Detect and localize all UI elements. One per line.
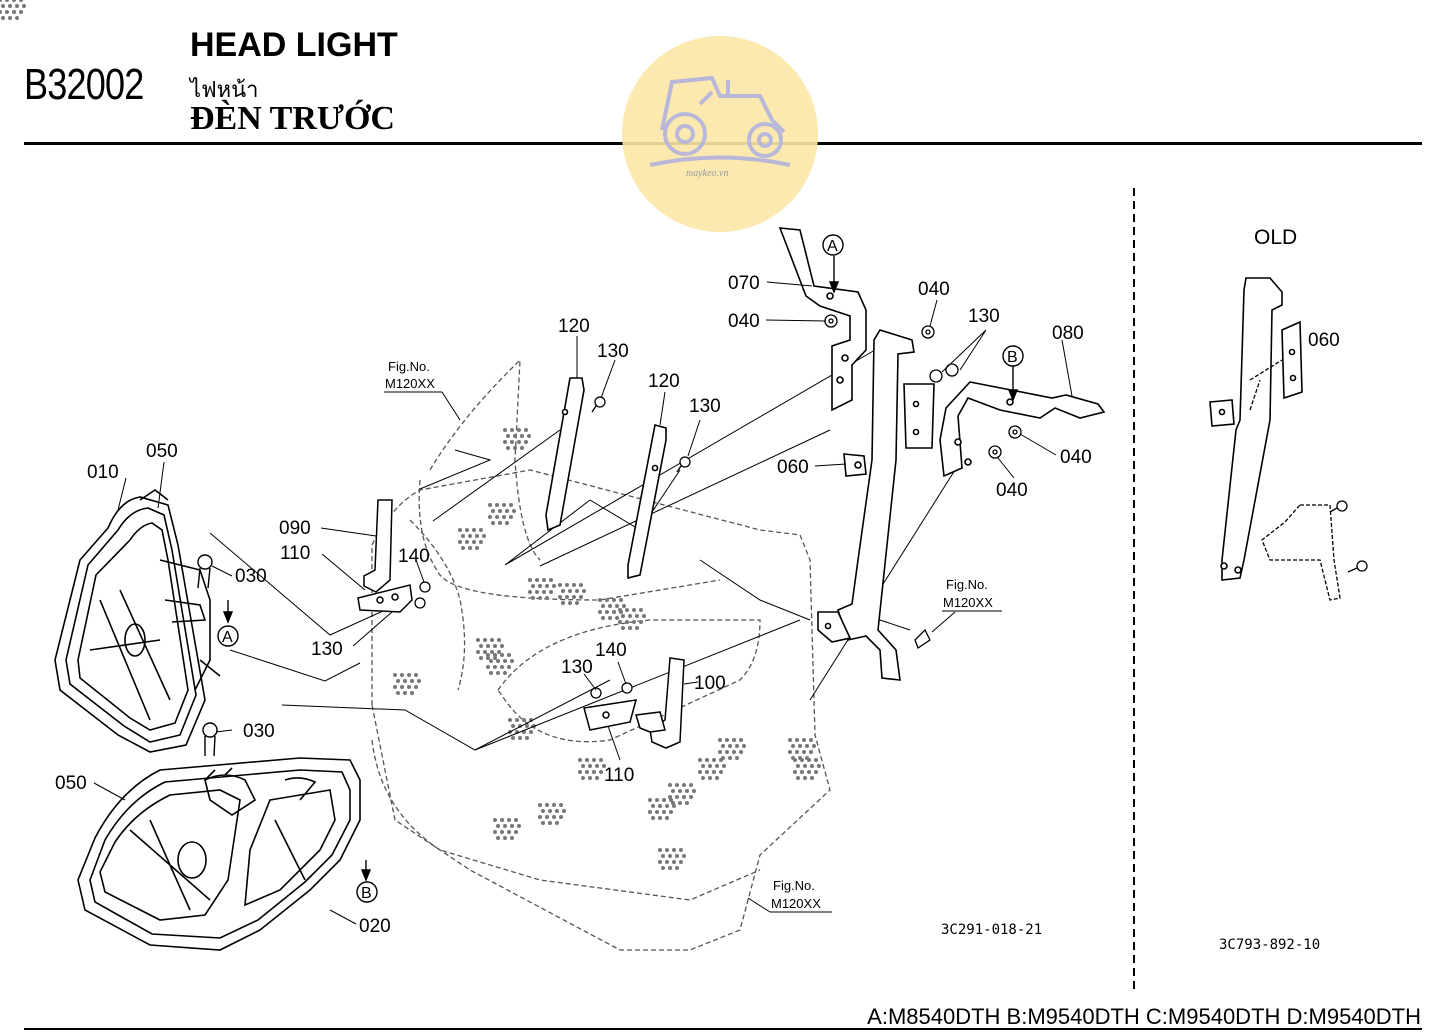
label-leaders bbox=[93, 281, 1073, 925]
part-050-label: 050 bbox=[55, 773, 87, 794]
part-110-label: 110 bbox=[604, 765, 634, 786]
fig-ref-label: Fig.No. bbox=[946, 577, 988, 592]
part-100-label: 100 bbox=[694, 673, 726, 694]
part-080-label: 080 bbox=[1052, 323, 1084, 344]
part-030-label: 030 bbox=[235, 566, 267, 587]
part-040-label: 040 bbox=[1060, 447, 1092, 468]
bolt-130-icon bbox=[591, 396, 691, 473]
ref-letter-a: A bbox=[222, 629, 233, 646]
bolt-130-right-icon bbox=[914, 363, 959, 649]
fig-ref-code: M120XX bbox=[943, 595, 993, 610]
grille-dots bbox=[0, 0, 821, 870]
part-140-label: 140 bbox=[398, 546, 430, 567]
part-050-label: 050 bbox=[146, 441, 178, 462]
fig-ref-label: Fig.No. bbox=[388, 359, 430, 374]
part-130-label: 130 bbox=[689, 396, 721, 417]
title-thai: ไฟหน้า bbox=[190, 78, 259, 103]
main-stay bbox=[817, 329, 935, 681]
tractor-logo-icon bbox=[649, 75, 791, 167]
ref-letter-a: A bbox=[827, 238, 838, 255]
old-mount-plate bbox=[1249, 359, 1341, 601]
leader-lines bbox=[209, 349, 956, 751]
fig-ref-code: M120XX bbox=[385, 376, 435, 391]
part-090-label: 090 bbox=[279, 518, 311, 539]
reference-letter-circles bbox=[217, 234, 1024, 903]
bracket-100 bbox=[583, 657, 685, 749]
part-120-label: 120 bbox=[648, 371, 680, 392]
old-label: OLD bbox=[1254, 226, 1298, 249]
ref-letter-b: B bbox=[361, 885, 372, 902]
model-applicability: A:M8540DTH B:M9540DTH C:M9540DTH D:M9540… bbox=[867, 1004, 1421, 1029]
part-040-label: 040 bbox=[996, 480, 1028, 501]
part-020-label: 020 bbox=[359, 916, 391, 937]
page-code: B32002 bbox=[24, 60, 144, 109]
title-vietnamese: ĐÈN TRƯỚC bbox=[190, 100, 395, 137]
headlight-020 bbox=[77, 757, 361, 951]
reference-arrows bbox=[222, 256, 1019, 882]
title-english: HEAD LIGHT bbox=[190, 26, 398, 64]
bolt-030-icon bbox=[197, 554, 218, 757]
bracket-070 bbox=[778, 227, 867, 412]
part-010-label: 010 bbox=[87, 462, 119, 483]
fig-ref-leader bbox=[441, 391, 461, 421]
part-130-label: 130 bbox=[561, 657, 593, 678]
part-060-label: 060 bbox=[777, 457, 809, 478]
part-040-label: 040 bbox=[728, 311, 760, 332]
part-120-label: 120 bbox=[558, 316, 590, 337]
part-070-label: 070 bbox=[728, 273, 760, 294]
fig-ref-label: Fig.No. bbox=[773, 878, 815, 893]
fig-ref-leader bbox=[747, 897, 771, 913]
headlight-010 bbox=[54, 489, 221, 753]
old-bolt-icon bbox=[1329, 500, 1368, 573]
bracket-120 bbox=[545, 377, 667, 580]
drawing-ref-old: 3C793-892-10 bbox=[1219, 937, 1321, 953]
watermark-badge bbox=[622, 36, 818, 232]
bracket-080 bbox=[939, 381, 1106, 478]
part-140-label: 140 bbox=[595, 640, 627, 661]
ref-letter-b: B bbox=[1007, 349, 1018, 366]
part-060-label: 060 bbox=[1308, 330, 1340, 351]
drawing-ref-main: 3C291-018-21 bbox=[941, 922, 1043, 938]
watermark-text: maykeo.vn bbox=[686, 168, 729, 179]
fig-ref-code: M120XX bbox=[771, 896, 821, 911]
part-130-label: 130 bbox=[968, 306, 1000, 327]
part-110-label: 110 bbox=[280, 543, 310, 564]
part-130-label: 130 bbox=[597, 341, 629, 362]
old-bracket-060 bbox=[1209, 277, 1303, 581]
part-040-label: 040 bbox=[918, 279, 950, 300]
part-130-label: 130 bbox=[311, 639, 343, 660]
bracket-090 bbox=[357, 499, 413, 613]
part-030-label: 030 bbox=[243, 721, 275, 742]
nut-140-icon bbox=[414, 581, 633, 699]
footer-rule bbox=[24, 1028, 1422, 1030]
